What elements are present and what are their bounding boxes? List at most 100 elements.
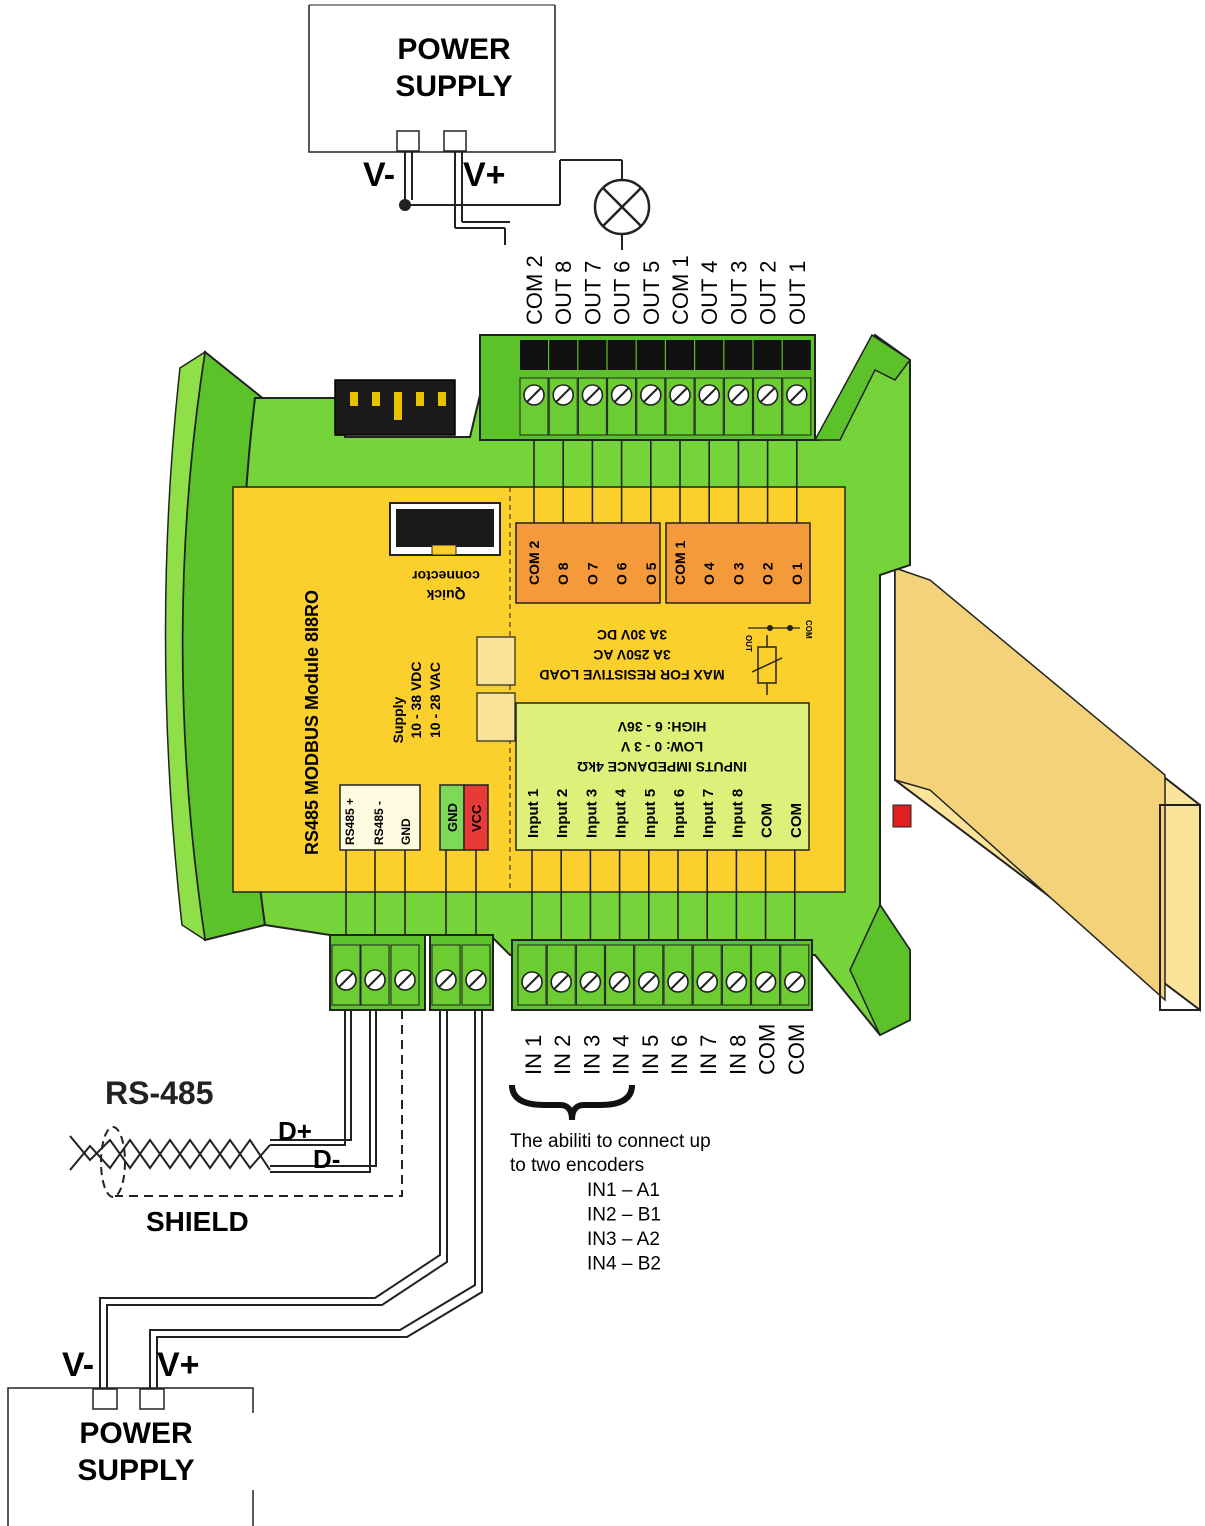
rs485-dminus-label: D- (313, 1144, 340, 1174)
output-cell (548, 377, 578, 436)
power-supply-top (308, 4, 556, 153)
module-input-label: Input 3 (583, 789, 600, 838)
input-screw (579, 971, 602, 993)
relay-label-b: O 3 (730, 562, 746, 585)
output-screw (785, 384, 808, 406)
module-input-label: COM (788, 803, 805, 838)
output-slot (724, 340, 753, 370)
output-slot (666, 340, 694, 370)
quick-connector-label-2: connector (412, 568, 480, 584)
relay-label-a: O 7 (584, 562, 600, 585)
output-terminal-label: OUT 7 (580, 261, 605, 325)
input-terminal-label: COM (755, 1024, 780, 1075)
power-supply-top-line1: POWER (397, 33, 511, 66)
inputs-low: LOW: 0 - 3 V (620, 739, 703, 755)
quick-connector-label-1: Quick (426, 587, 465, 603)
encoder-note-line1: The abiliti to connect up (510, 1131, 711, 1152)
lamp-icon (593, 178, 651, 236)
supply-ac: 10 - 28 VAC (427, 662, 443, 738)
rs485-module-label: GND (399, 818, 413, 845)
rs485-module-labels: RS485 +RS485 -GND (343, 798, 413, 845)
output-slot (782, 340, 811, 370)
relay-label-b: COM 1 (672, 540, 688, 585)
encoder-map-item: IN4 – B2 (587, 1254, 661, 1275)
module-input-label: Input 4 (613, 788, 630, 838)
din-rail (892, 565, 1201, 1013)
max-load-title: MAX FOR RESISTIVE LOAD (539, 667, 724, 683)
input-screw (783, 971, 806, 993)
input-terminal-label: IN 7 (696, 1035, 721, 1075)
inputs-high: HIGH: 6 - 36V (617, 719, 706, 735)
module-title: RS485 MODBUS Module 8I8RO (302, 590, 322, 855)
input-screw (550, 971, 573, 993)
output-screw (756, 384, 779, 406)
power-module-label: GND (445, 803, 460, 832)
power-supply-bottom-line2: SUPPLY (77, 1454, 194, 1487)
output-slot (695, 340, 724, 370)
supply-label: Supply (390, 696, 406, 743)
power-module-label: VCC (469, 804, 484, 832)
input-cell (751, 944, 781, 1006)
input-screw (521, 971, 543, 993)
output-screw (698, 384, 721, 406)
output-terminal-label: OUT 6 (610, 261, 635, 325)
output-slot (578, 340, 607, 370)
encoder-map-item: IN3 – A2 (587, 1229, 660, 1250)
module-input-label: Input 1 (525, 789, 542, 838)
supply-dc: 10 - 38 VDC (408, 661, 424, 738)
output-screw (639, 384, 662, 406)
rs485-shield-label: SHIELD (146, 1206, 249, 1237)
module-input-label: Input 8 (729, 789, 746, 838)
relay-label-a: O 6 (614, 562, 630, 585)
power-top-pos-label: V+ (463, 156, 506, 194)
relay-label-b: O 2 (760, 562, 776, 585)
rs485-module-label: RS485 - (372, 801, 386, 845)
bottom-wiring (99, 1010, 483, 1390)
input-screw (725, 971, 748, 993)
output-screw (669, 384, 691, 406)
module-label-panel (232, 486, 846, 893)
power-screw (465, 969, 487, 991)
output-slot (753, 340, 782, 370)
module-input-label: Input 6 (671, 789, 688, 838)
power-top-neg-label: V- (363, 156, 395, 194)
output-terminal-label: OUT 4 (697, 261, 722, 325)
encoder-map-item: IN2 – B1 (587, 1205, 661, 1226)
output-slot (520, 340, 548, 370)
max-load-dc: 3A 30V DC (597, 627, 667, 643)
module-input-label: Input 5 (642, 789, 659, 838)
rs485-screw (335, 969, 357, 991)
terminal-wires (345, 440, 798, 940)
header-connector (334, 379, 456, 436)
input-terminal-label: IN 6 (667, 1035, 692, 1075)
input-terminal-label: IN 8 (725, 1035, 750, 1075)
power-supply-bottom (7, 1387, 254, 1526)
input-screw (637, 971, 660, 993)
input-terminal-label: IN 4 (609, 1035, 634, 1075)
power-supply-bottom-line1: POWER (79, 1417, 193, 1450)
input-terminal-label: COM (784, 1024, 809, 1075)
input-screw (608, 971, 631, 993)
input-terminal-label: IN 3 (579, 1035, 604, 1075)
power-screw (435, 969, 457, 991)
relay-label-a: O 8 (555, 562, 571, 585)
input-screw (667, 971, 689, 993)
relay-out-label: OUT (744, 635, 753, 652)
input-terminal-label: IN 2 (550, 1035, 575, 1075)
input-terminal-label: IN 5 (638, 1035, 663, 1075)
encoder-note-line2: to two encoders (510, 1155, 644, 1176)
output-terminal-label: OUT 8 (551, 261, 576, 325)
relay-label-a: COM 2 (526, 540, 542, 585)
rs485-screw (394, 969, 416, 991)
output-slot (607, 340, 636, 370)
rs485-dplus-label: D+ (278, 1116, 312, 1146)
rs485-twisted-pair (69, 1126, 271, 1198)
relay-label-b: O 1 (789, 562, 805, 585)
module-input-label: COM (759, 803, 776, 838)
